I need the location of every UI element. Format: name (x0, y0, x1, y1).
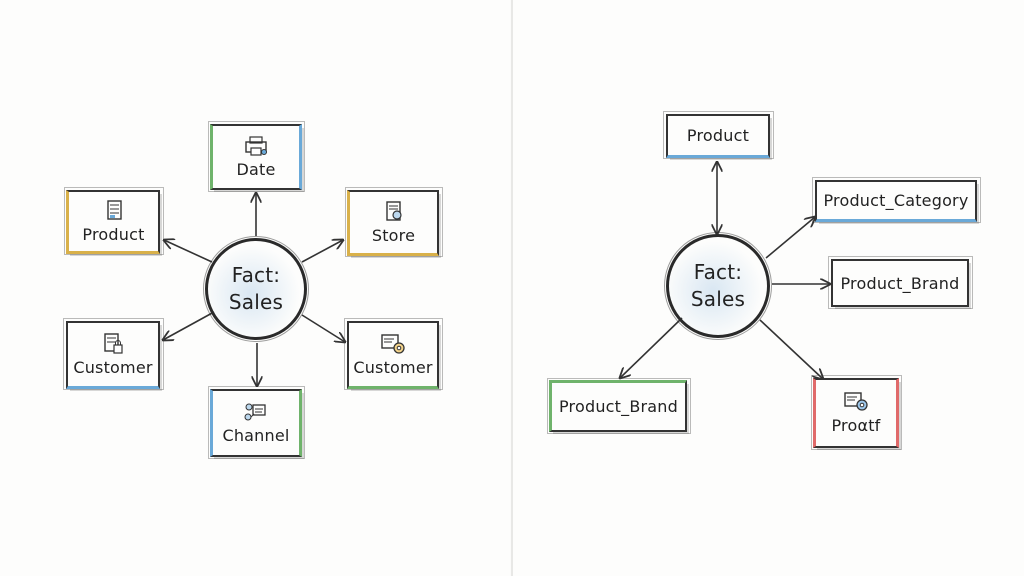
document-lock-icon (104, 332, 123, 354)
date-dimension-box[interactable]: Date (208, 121, 305, 192)
proatf-label: Proαtf (831, 416, 881, 435)
fact-sales-label-right: Fact:Sales (690, 260, 746, 311)
edge-fact-product (164, 240, 213, 263)
customer-left-label: Customer (73, 357, 153, 377)
edge-fact-customer-left (163, 311, 215, 340)
proatf-box[interactable]: Proαtf (811, 375, 902, 450)
date-label: Date (236, 160, 276, 179)
product-brand-box-left[interactable]: Product_Brand (547, 378, 691, 434)
channel-dimension-box[interactable]: Channel (208, 386, 305, 459)
network-icon (244, 403, 266, 421)
product-dimension-box[interactable]: Product (64, 187, 164, 255)
edge-fact-proatf (759, 319, 823, 379)
product-box-right[interactable]: Product (663, 111, 774, 159)
channel-label: Channel (222, 426, 290, 445)
document-icon (106, 199, 122, 220)
printer-icon (245, 136, 267, 156)
store-dimension-box[interactable]: Store (345, 187, 443, 257)
store-label: Store (371, 225, 416, 245)
document-gear-icon (385, 200, 402, 221)
product-brand-label-right: Product_Brand (840, 273, 960, 293)
product-brand-box-right[interactable]: Product_Brand (828, 256, 973, 309)
fact-sales-node-right[interactable]: Fact:Sales (664, 232, 772, 340)
customer-right-dimension-box[interactable]: Customer (344, 318, 443, 390)
product-brand-label-left: Product_Brand (558, 397, 678, 416)
edge-fact-product-category (765, 217, 815, 259)
monitor-gear-icon-right (844, 392, 868, 411)
product-category-label: Product_Category (823, 191, 969, 210)
customer-left-dimension-box[interactable]: Customer (63, 318, 164, 390)
product-category-box[interactable]: Product_Category (812, 177, 981, 223)
edge-fact-store (301, 240, 343, 263)
fact-sales-label: Fact:Sales (228, 263, 284, 314)
customer-right-label: Customer (353, 357, 433, 377)
product-label: Product (82, 224, 145, 244)
edge-fact-customer-right (301, 314, 345, 342)
panel-divider (511, 0, 513, 576)
edge-fact-product-brand-left (620, 317, 683, 378)
product-label-right: Product (686, 126, 750, 145)
monitor-gear-icon (381, 333, 405, 354)
fact-sales-node[interactable]: Fact:Sales (203, 236, 309, 342)
